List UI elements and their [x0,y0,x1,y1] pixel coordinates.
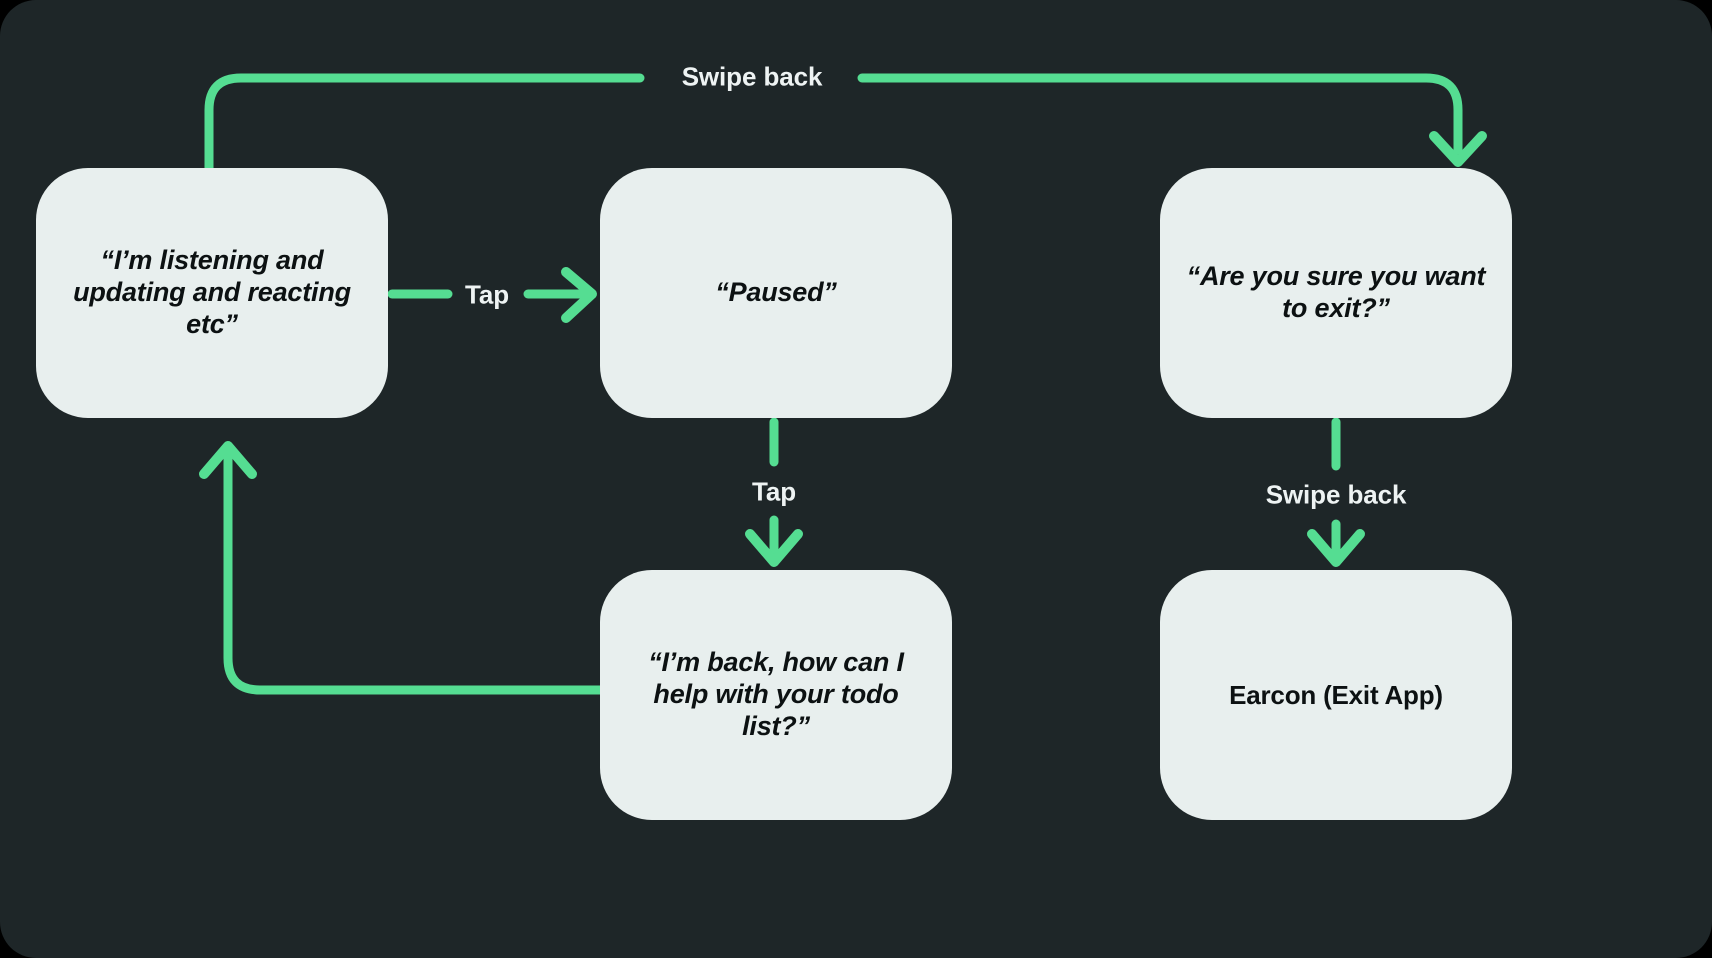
node-paused[interactable]: “Paused” [600,168,952,418]
node-earcon[interactable]: Earcon (Exit App) [1160,570,1512,820]
edge-label-tap-paused-to-back: Tap [752,476,796,507]
edge-back-to-listening [199,441,605,695]
node-back-label: “I’m back, how can I help with your todo… [648,647,904,741]
node-listening-label: “I’m listening and updating and reacting… [73,245,351,339]
edge-listening-to-confirm [204,73,1487,173]
node-confirm-label: “Are you sure you want to exit?” [1186,261,1486,323]
edge-label-tap-listening-to-paused: Tap [465,279,509,310]
edge-label-swipe-back-confirm-to-earcon: Swipe back [1265,479,1407,510]
node-back[interactable]: “I’m back, how can I help with your todo… [600,570,952,820]
node-earcon-label: Earcon (Exit App) [1229,679,1443,710]
node-listening[interactable]: “I’m listening and updating and reacting… [36,168,388,418]
node-paused-label: “Paused” [715,277,837,308]
node-confirm[interactable]: “Are you sure you want to exit?” [1160,168,1512,418]
edge-label-swipe-back-top: Swipe back [681,61,823,92]
